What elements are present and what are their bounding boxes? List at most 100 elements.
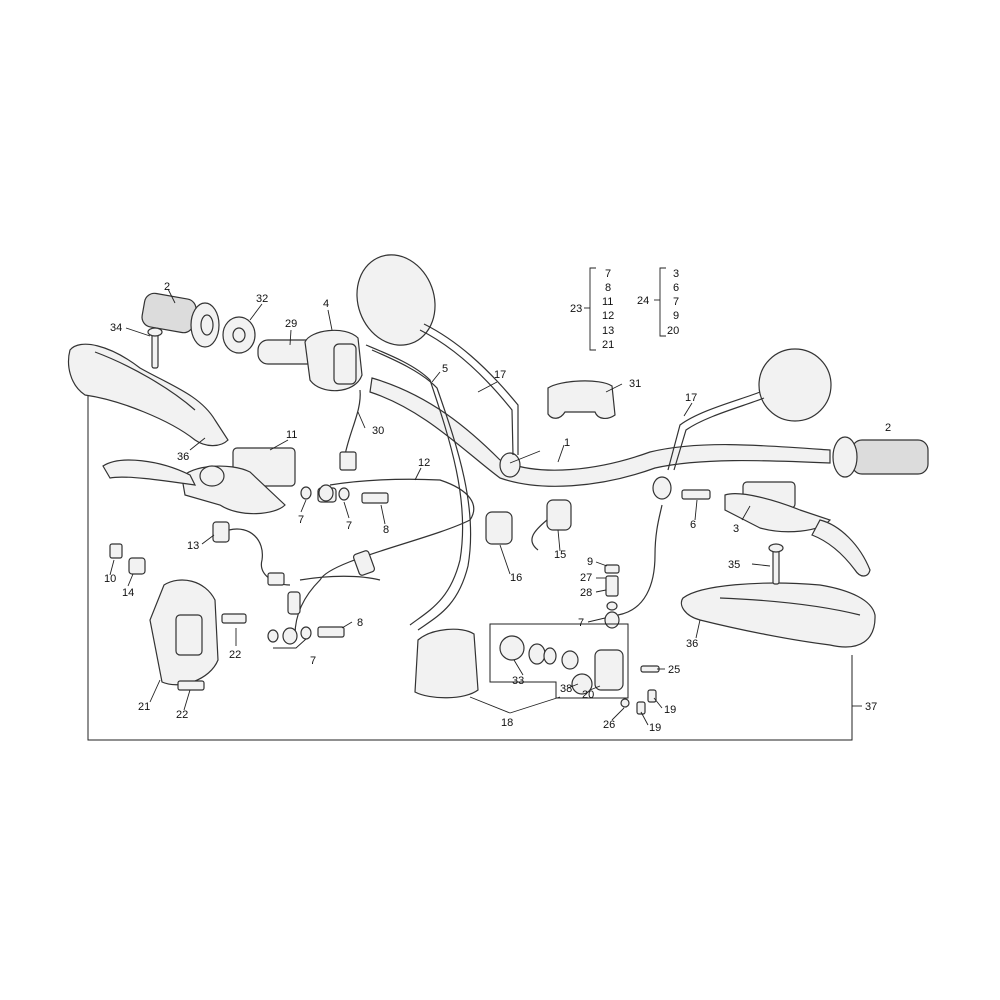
clutch-switch-15: [546, 499, 572, 531]
hose-fitting-b: [287, 591, 301, 615]
sensor-connector: [352, 550, 376, 576]
group-24-item: 3: [673, 268, 679, 280]
group-23-item: 7: [605, 268, 611, 280]
right-hose: [617, 504, 663, 616]
hand-guard-right: [680, 582, 876, 648]
callout: 29: [285, 318, 297, 330]
sensor-plug: [267, 572, 285, 586]
callout: 22: [176, 709, 188, 721]
banjo-7-right: [604, 611, 620, 629]
callout-labels: 2 34 32 29 4 30 5 17 17 1 31 11 36 12 13…: [104, 281, 891, 734]
kit-piston-33: [499, 635, 525, 661]
clip-14: [128, 557, 146, 575]
kit-bag: [414, 628, 479, 699]
kit-seal-b: [543, 647, 557, 665]
fitting-9: [604, 564, 620, 574]
callout: 28: [580, 587, 592, 599]
callout: 38: [560, 683, 572, 695]
caliper-bolt-lower: [177, 680, 205, 691]
throttle-cable-a: [365, 344, 464, 626]
callout: 27: [580, 572, 592, 584]
callout: 32: [256, 293, 268, 305]
callout: 35: [728, 559, 740, 571]
kit-oring-38: [571, 673, 593, 695]
bolt-35: [772, 547, 780, 585]
callout: 11: [286, 429, 297, 441]
grip-right-flange: [832, 436, 858, 478]
brake-sensor: [212, 521, 230, 543]
mirror-right-stem: [667, 391, 761, 471]
hand-guard-left: [67, 343, 229, 447]
banjo-bolt-8b: [317, 626, 345, 638]
callout: 6: [690, 519, 696, 531]
mirror-right-stem-b: [673, 397, 765, 471]
hand-guard-right-inner: [719, 597, 861, 616]
callout: 33: [512, 675, 524, 687]
screw-25: [640, 665, 660, 673]
grip-right: [851, 439, 929, 475]
callout: 4: [323, 298, 329, 310]
throttle-cable-b: [371, 349, 472, 631]
callout: 30: [372, 425, 384, 437]
callout: 25: [668, 664, 680, 676]
assembly-frame: [87, 395, 853, 741]
clip-10: [109, 543, 123, 559]
banjo-7a: [318, 484, 334, 502]
group-23-item: 21: [602, 339, 614, 351]
leader-lines: [109, 288, 862, 726]
callout: 2: [885, 422, 891, 434]
group-24-item: 20: [667, 325, 679, 337]
caliper-bolt-upper: [221, 613, 247, 624]
kit-body-20: [594, 649, 624, 691]
callout: 8: [383, 524, 389, 536]
handlebar: [369, 377, 831, 487]
group-23-item: 12: [602, 310, 614, 322]
bolt-34: [151, 331, 159, 369]
callout: 18: [501, 717, 513, 729]
washer-7a: [300, 486, 312, 500]
switch-wire: [344, 389, 361, 456]
group-24-item: 9: [673, 310, 679, 322]
clutch-switch-16: [485, 511, 513, 545]
screw-19a: [647, 689, 657, 703]
callout: 31: [629, 378, 641, 390]
callout: 36: [686, 638, 698, 650]
group-24-item: 7: [673, 296, 679, 308]
callout: 13: [187, 540, 199, 552]
master-cylinder-body-right: [724, 493, 832, 533]
callout: 7: [298, 514, 304, 526]
group-24-label: 24: [637, 295, 649, 307]
kit-spring: [561, 650, 579, 670]
reservoir-cap-left: [199, 465, 225, 487]
washer-26: [620, 698, 630, 708]
switch-connector: [339, 451, 357, 471]
callout: 19: [664, 704, 676, 716]
callout: 3: [733, 523, 739, 535]
callout: 34: [110, 322, 122, 334]
washer-7b: [338, 487, 350, 501]
group-23-item: 13: [602, 325, 614, 337]
mirror-left-glass: [356, 254, 436, 346]
callout: 8: [357, 617, 363, 629]
callout: 7: [346, 520, 352, 532]
callout: 17: [685, 392, 697, 404]
bolt-35-head: [768, 543, 784, 553]
callout: 2: [164, 281, 170, 293]
callout: 36: [177, 451, 189, 463]
caliper-piston: [175, 614, 203, 656]
callout: 15: [554, 549, 566, 561]
brake-lever-right: [811, 519, 871, 577]
callout: 1: [564, 437, 570, 449]
group-23-item: 11: [602, 296, 613, 308]
callout: 16: [510, 572, 522, 584]
switch-6: [681, 489, 711, 500]
callout: 22: [229, 649, 241, 661]
screw-19b: [636, 701, 646, 715]
callout: 10: [104, 573, 116, 585]
washer-7d: [300, 626, 312, 640]
kit-seal-a: [528, 643, 546, 665]
switch-cover: [547, 380, 616, 419]
washer-7c: [267, 629, 279, 643]
group-24-item: 6: [673, 282, 679, 294]
